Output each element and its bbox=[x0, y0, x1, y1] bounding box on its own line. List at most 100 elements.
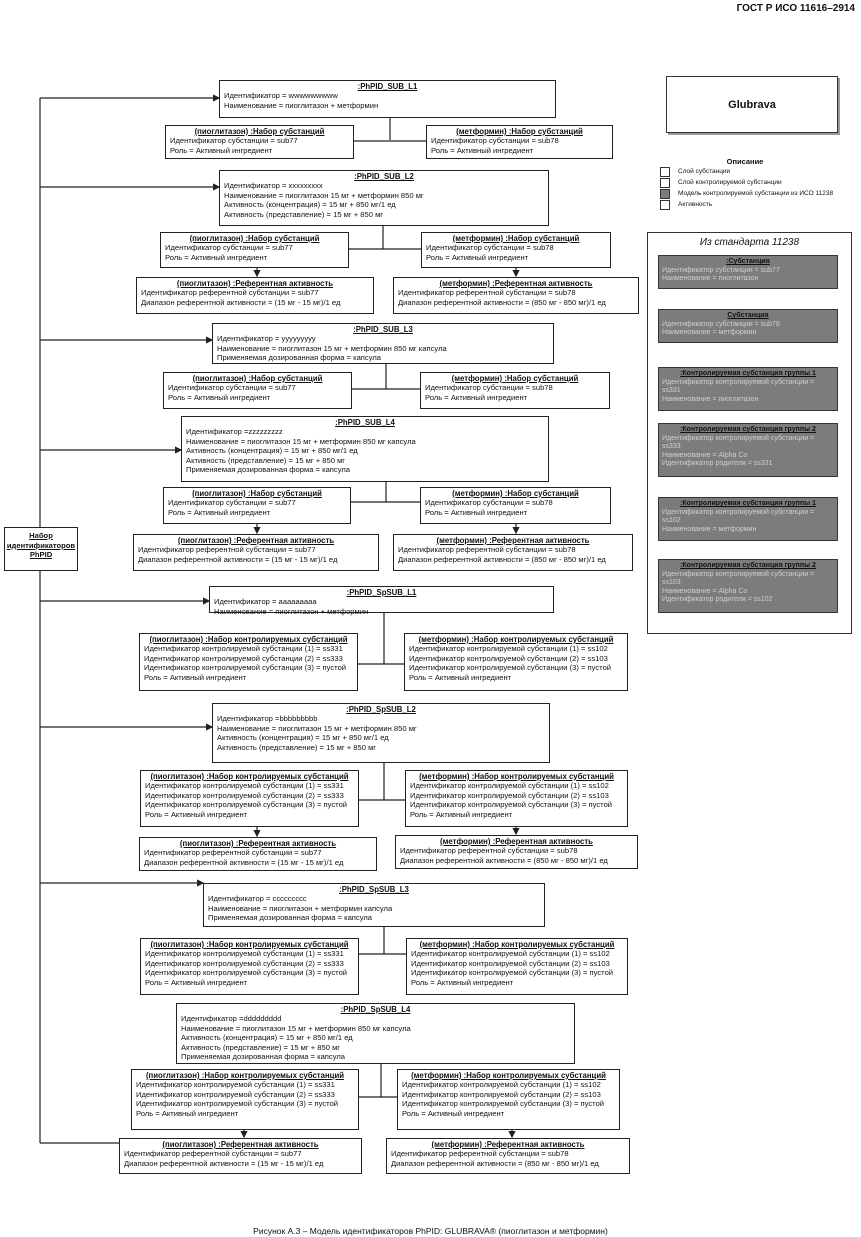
legend-label: Модель контролируемой субстанции из ИСО … bbox=[678, 190, 834, 197]
box-title: (пиоглитазон) :Набор контролируемых субс… bbox=[149, 635, 348, 644]
box-title: (метформин) :Набор субстанций bbox=[452, 489, 579, 498]
legend-label: Слой субстанции bbox=[678, 168, 731, 175]
iso-box-line: Идентификатор субстанции = sub78 bbox=[662, 320, 780, 328]
box-attribute-line: Применяемая дозированная форма = капсула bbox=[217, 353, 382, 363]
box-attribute-line: Диапазон референтной активности = (15 мг… bbox=[124, 1158, 324, 1168]
box-attribute-line: Идентификатор субстанции = sub77 bbox=[165, 243, 293, 253]
box-attribute-line: Активность (концентрация) = 15 мг + 850 … bbox=[181, 1033, 353, 1043]
box-attribute-line: Идентификатор контролируемой субстанции … bbox=[144, 653, 343, 663]
box-attribute-line: Идентификатор = wwwwwwwww bbox=[224, 91, 338, 101]
box-attribute-line: Наименование = пиоглитазон 15 мг + метфо… bbox=[217, 723, 417, 733]
box-attribute-line: Роль = Активный ингредиент bbox=[402, 1108, 505, 1118]
box-attribute-line: Идентификатор субстанции = sub78 bbox=[426, 243, 554, 253]
box-title: :PhPID_SpSUB_L3 bbox=[339, 885, 409, 894]
box-attribute-line: Активность (представление) = 15 мг + 850… bbox=[224, 209, 384, 219]
box-attribute-line: Применяемая дозированная форма = капсула bbox=[208, 913, 373, 923]
iso-box-title: Субстанция bbox=[727, 312, 769, 319]
phpid-spsub-l3-pioglitazone-specified-set: (пиоглитазон) :Набор контролируемых субс… bbox=[140, 938, 359, 995]
box-attribute-line: Идентификатор субстанции = sub77 bbox=[168, 498, 296, 508]
box-attribute-line: Идентификатор референтной субстанции = s… bbox=[391, 1149, 569, 1159]
box-title: (пиоглитазон) :Набор контролируемых субс… bbox=[150, 940, 349, 949]
box-attribute-line: Роль = Активный ингредиент bbox=[426, 252, 529, 262]
box-title: (метформин) :Набор субстанций bbox=[451, 374, 579, 383]
box-attribute-line: Идентификатор контролируемой субстанции … bbox=[410, 790, 609, 800]
iso-box-line: Наименование = метформин bbox=[662, 329, 757, 337]
figure-caption: Рисунок А.3 – Модель идентификаторов PhP… bbox=[253, 1226, 608, 1236]
iso-box-title: :Контролируемая субстанция группы 2 bbox=[680, 426, 816, 433]
box-title: :PhPID_SUB_L1 bbox=[357, 82, 418, 91]
box-attribute-line: Идентификатор =ddddddddd bbox=[181, 1014, 282, 1024]
box-title: (метформин) :Набор контролируемых субста… bbox=[419, 772, 614, 781]
box-attribute-line: Идентификатор контролируемой субстанции … bbox=[409, 653, 608, 663]
box-attribute-line: Идентификатор контролируемой субстанции … bbox=[145, 781, 344, 791]
iso-box-line: Идентификатор контролируемой субстанции … bbox=[662, 434, 815, 442]
box-attribute-line: Идентификатор референтной субстанции = s… bbox=[398, 288, 576, 298]
box-title: (пиоглитазон) :Референтная активность bbox=[177, 536, 335, 545]
box-title: (пиоглитазон) :Референтная активность bbox=[176, 279, 334, 288]
box-attribute-line: Наименование = пиоглитазон 15 мг + метфо… bbox=[224, 190, 424, 200]
box-attribute-line: Идентификатор контролируемой субстанции … bbox=[411, 949, 610, 959]
box-attribute-line: Идентификатор контролируемой субстанции … bbox=[409, 663, 612, 673]
root-label-line3: PhPID bbox=[29, 550, 53, 559]
box-title: :PhPID_SUB_L3 bbox=[353, 325, 413, 334]
box-attribute-line: Роль = Активный ингредиент bbox=[136, 1108, 239, 1118]
box-attribute-line: Идентификатор референтной субстанции = s… bbox=[124, 1149, 302, 1159]
box-attribute-line: Активность (концентрация) = 15 мг + 850 … bbox=[224, 200, 396, 210]
box-attribute-line: Активность (концентрация) = 15 мг + 850 … bbox=[217, 733, 389, 743]
box-attribute-line: Роль = Активный ингредиент bbox=[145, 809, 248, 819]
iso-box-line: Идентификатор родителя = ss102 bbox=[662, 596, 773, 604]
iso-box-line: Наименование = Alpha Co bbox=[662, 451, 748, 459]
box-title: (метформин) :Референтная активность bbox=[431, 1140, 585, 1149]
iso-box-line: Идентификатор контролируемой субстанции … bbox=[662, 378, 815, 386]
box-title: (метформин) :Референтная активность bbox=[439, 279, 593, 288]
box-attribute-line: Идентификатор контролируемой субстанции … bbox=[144, 644, 343, 654]
box-attribute-line: Идентификатор субстанции = sub78 bbox=[425, 383, 553, 393]
box-attribute-line: Применяемая дозированная форма = капсула bbox=[181, 1052, 346, 1062]
box-attribute-line: Идентификатор субстанции = sub78 bbox=[425, 498, 553, 508]
box-attribute-line: Роль = Активный ингредиент bbox=[431, 145, 534, 155]
box-attribute-line: Диапазон референтной активности = (850 м… bbox=[398, 554, 606, 564]
box-attribute-line: Роль = Активный ингредиент bbox=[170, 145, 273, 155]
root-label-line2: идентификаторов bbox=[6, 540, 76, 550]
box-attribute-line: Роль = Активный ингредиент bbox=[145, 977, 248, 987]
box-attribute-line: Активность (представление) = 15 мг + 850… bbox=[181, 1042, 341, 1052]
box-attribute-line: Идентификатор референтной субстанции = s… bbox=[400, 846, 578, 856]
legend-title: Описание bbox=[726, 157, 764, 166]
document-header: ГОСТ Р ИСО 11616–2914 bbox=[736, 3, 855, 14]
box-attribute-line: Диапазон референтной активности = (15 мг… bbox=[144, 857, 344, 867]
box-attribute-line: Идентификатор контролируемой субстанции … bbox=[144, 663, 347, 673]
iso-box-line: ss102 bbox=[662, 517, 681, 525]
iso-box-line: Идентификатор субстанции = sub77 bbox=[662, 266, 780, 274]
box-title: (метформин) :Референтная активность bbox=[440, 837, 593, 846]
box-attribute-line: Идентификатор = aaaaaaaaa bbox=[214, 597, 317, 607]
box-title: (метформин) :Набор контролируемых субста… bbox=[419, 940, 615, 949]
box-title: (метформин) :Референтная активность bbox=[436, 536, 590, 545]
box-attribute-line: Идентификатор = yyyyyyyyy bbox=[217, 334, 316, 344]
legend-swatch bbox=[660, 188, 670, 199]
iso-box-line: Наименование = пиоглитазон bbox=[662, 275, 759, 283]
box-attribute-line: Роль = Активный ингредиент bbox=[425, 392, 528, 402]
box-attribute-line: Идентификатор контролируемой субстанции … bbox=[136, 1099, 339, 1109]
box-attribute-line: Роль = Активный ингредиент bbox=[144, 672, 247, 682]
box-title: (пиоглитазон) :Набор контролируемых субс… bbox=[145, 1071, 345, 1080]
phpid-spsub-l2-pioglitazone-specified-set: (пиоглитазон) :Набор контролируемых субс… bbox=[140, 770, 359, 827]
box-title: (пиоглитазон) :Референтная активность bbox=[179, 839, 337, 848]
legend-swatch bbox=[660, 199, 670, 210]
legend-label: Активность bbox=[678, 201, 713, 208]
